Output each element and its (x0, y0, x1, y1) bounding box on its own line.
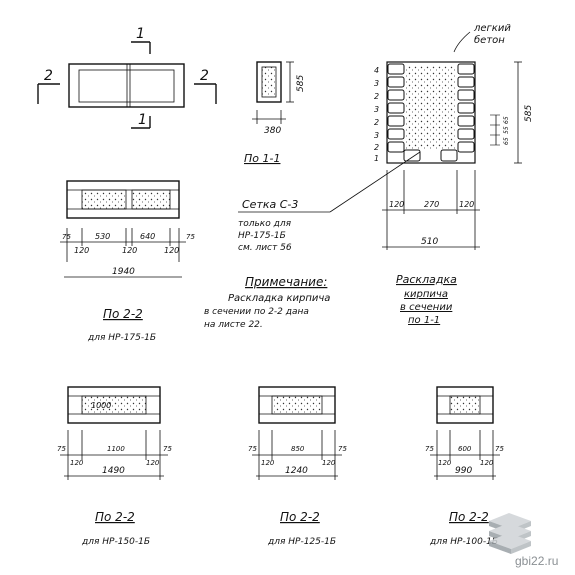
s125-dim-3: 850 (291, 445, 305, 453)
s150-dim-2: 120 (70, 459, 84, 467)
s125-dim-5: 75 (338, 445, 347, 453)
section-1-1-height-dim: 585 (296, 75, 306, 92)
section-1-1-caption: По 1-1 (244, 152, 280, 165)
s22-top-subcaption: для НР-175-1Б (87, 333, 156, 343)
section-1-1-width-dim: 380 (264, 126, 281, 136)
brick-row-numbers: 4 3 2 3 2 3 2 1 (374, 66, 379, 163)
s150-dim-total: 1490 (102, 466, 125, 476)
s100-dim-2: 120 (438, 459, 452, 467)
s150-dim-5: 75 (163, 445, 172, 453)
s150-dim-3: 1100 (107, 445, 125, 453)
brick-height-dim: 585 (524, 105, 534, 122)
section-2-2-100 (430, 386, 500, 480)
brick-row-number: 1 (374, 154, 379, 163)
cut-1-label-bottom: 1 (138, 112, 147, 128)
note-line1: Раскладка кирпича (228, 293, 330, 304)
s22-top-dim-4: 120 (122, 246, 137, 255)
brick-dim-seg-3: 120 (459, 200, 474, 209)
slab-stack-icon (489, 513, 531, 554)
brick-row-number: 2 (374, 118, 379, 127)
note-title: Примечание: (245, 275, 327, 289)
section-1-1 (252, 61, 294, 124)
s150-subcaption: для НР-150-1Б (81, 537, 150, 547)
brick-layout (382, 31, 522, 250)
s125-dim-1: 75 (248, 445, 257, 453)
s100-dim-5: 75 (495, 445, 504, 453)
s100-subcaption: для НР-100-1Б (429, 537, 498, 547)
light-concrete-label-1: легкий (473, 23, 511, 34)
s100-caption: По 2-2 (449, 510, 489, 524)
brick-caption-4: по 1-1 (408, 315, 440, 326)
mesh-callout-line1: только для (238, 219, 292, 229)
watermark-site: gbi22.ru (515, 554, 558, 568)
s125-dim-total: 1240 (285, 466, 308, 476)
cut-2-label-right: 2 (200, 68, 209, 84)
brick-dim-small-1: 65 (503, 116, 510, 124)
s150-dim-4: 120 (146, 459, 160, 467)
section-2-2-150 (60, 386, 168, 480)
note-line3: на листе 22. (204, 320, 263, 330)
s125-subcaption: для НР-125-1Б (267, 537, 336, 547)
s100-dim-1: 75 (425, 445, 434, 453)
s125-dim-4: 120 (322, 459, 336, 467)
section-2-2-top (60, 180, 186, 278)
brick-caption-1: Раскладка (396, 273, 457, 286)
brick-row-number: 3 (374, 79, 379, 88)
s125-caption: По 2-2 (280, 510, 320, 524)
s100-dim-4: 120 (480, 459, 494, 467)
s22-top-dim-7: 75 (186, 233, 195, 241)
brick-row-number: 3 (374, 105, 379, 114)
s150-dim-1: 75 (57, 445, 66, 453)
s100-dim-total: 990 (455, 466, 472, 476)
cut-2-label-left: 2 (44, 68, 53, 84)
brick-row-number: 4 (374, 66, 379, 75)
section-2-2-125 (252, 386, 342, 480)
plan-view (37, 41, 217, 129)
watermark: gbi22.ru (489, 513, 558, 568)
mesh-callout (238, 151, 421, 213)
mesh-callout-line3: см. лист 56 (238, 243, 292, 253)
s22-top-dim-total: 1940 (112, 267, 135, 277)
brick-caption-3: в сечении (400, 302, 453, 313)
s150-caption: По 2-2 (95, 510, 135, 524)
s22-top-dim-6: 120 (164, 246, 179, 255)
brick-dim-small-3: 65 (503, 137, 510, 145)
brick-row-number: 3 (374, 131, 379, 140)
mesh-callout-line2: НР-175-1Б (238, 231, 286, 241)
s150-fill-label: 1000 (91, 401, 111, 410)
s125-dim-2: 120 (261, 459, 275, 467)
s100-dim-3: 600 (458, 445, 472, 453)
note-line2: в сечении по 2-2 дана (204, 307, 309, 317)
s22-top-dim-3: 530 (95, 232, 110, 241)
cut-1-label-top: 1 (136, 26, 145, 42)
brick-dim-seg-2: 270 (424, 200, 439, 209)
brick-row-number: 2 (374, 143, 379, 152)
brick-dim-seg-1: 120 (389, 200, 404, 209)
brick-dim-total: 510 (421, 237, 438, 247)
s22-top-dim-5: 640 (140, 232, 155, 241)
brick-caption-2: кирпича (404, 289, 448, 300)
s22-top-dim-1: 75 (62, 233, 71, 241)
brick-row-number: 2 (374, 92, 379, 101)
light-concrete-label-2: бетон (474, 34, 505, 46)
mesh-callout-title: Сетка С-3 (242, 198, 298, 211)
brick-dim-small-2: 55 (503, 126, 510, 134)
s22-top-dim-2: 120 (74, 246, 89, 255)
s22-top-caption: По 2-2 (103, 307, 143, 321)
